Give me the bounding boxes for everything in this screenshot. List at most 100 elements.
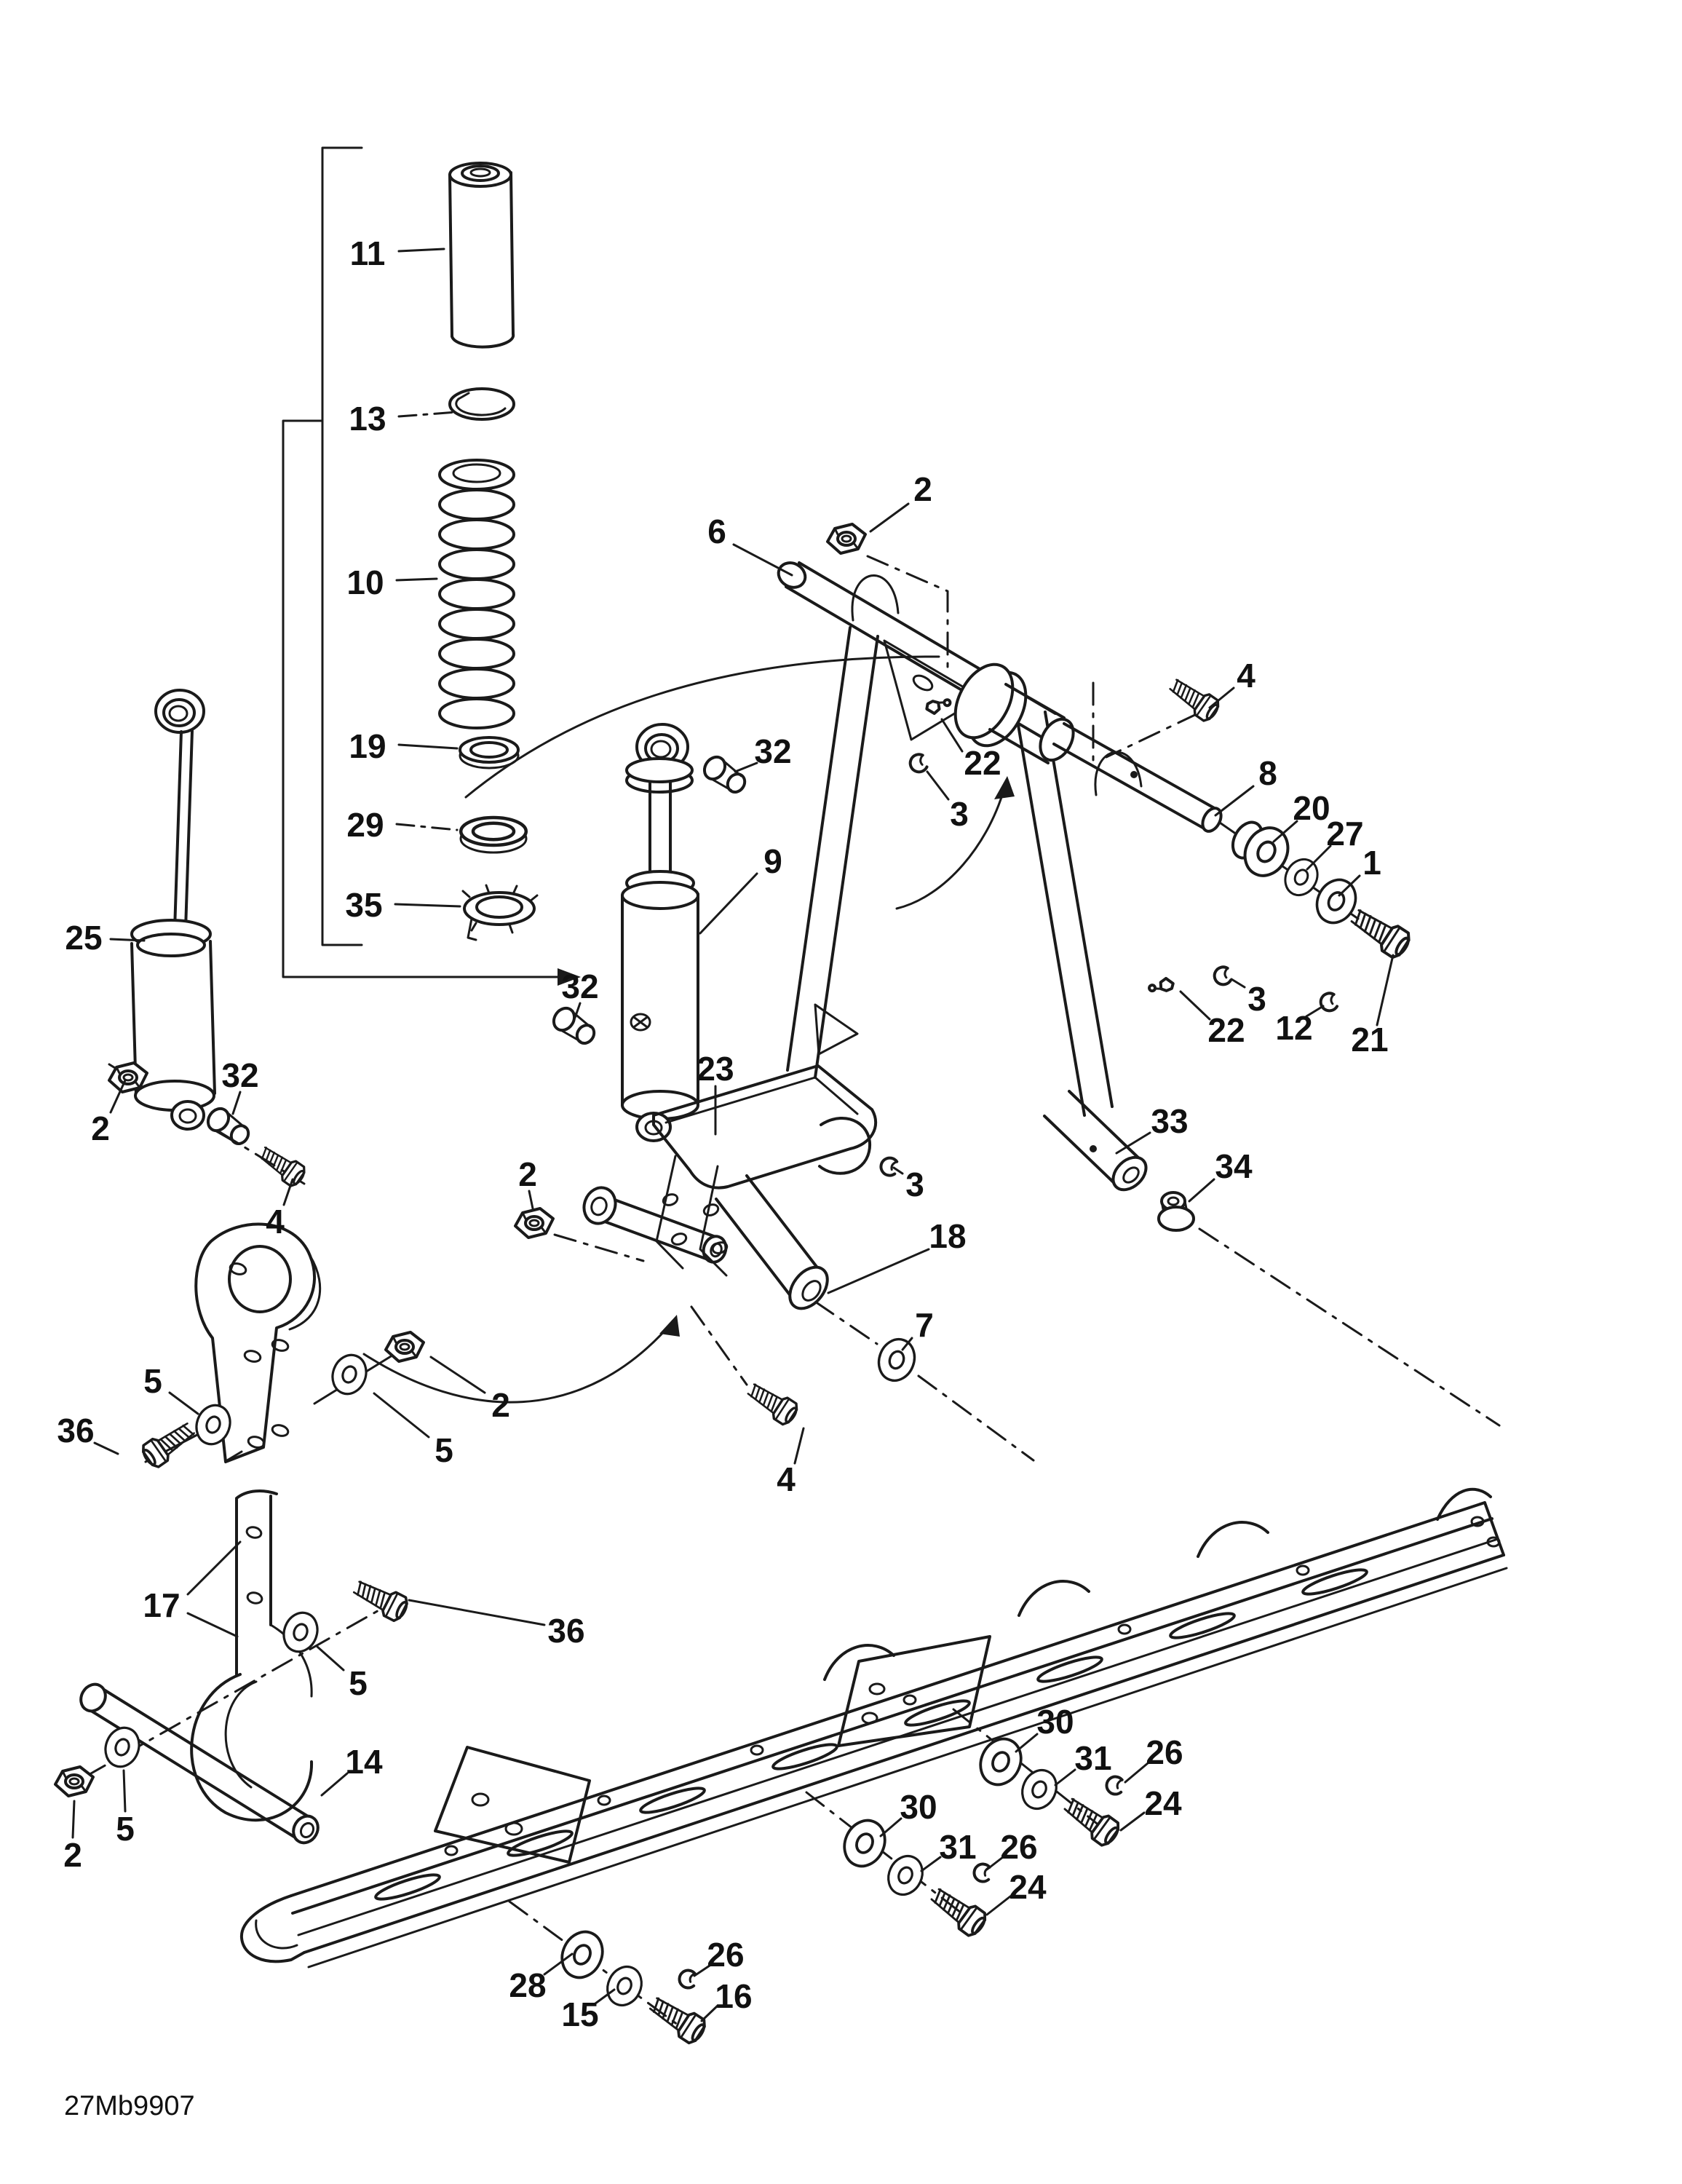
callout-36: 36	[57, 1412, 119, 1455]
callout-leader	[594, 1988, 616, 2005]
part-6-upper-arm	[777, 561, 1143, 1117]
callout-leader	[879, 1817, 903, 1837]
callout-number: 12	[1275, 1009, 1312, 1047]
part-19-washer	[459, 736, 520, 769]
part-3-clip	[878, 1155, 899, 1178]
callout-leader	[408, 1599, 546, 1626]
part-22-grease-fitting	[1146, 973, 1177, 1000]
callout-number: 27	[1326, 815, 1363, 852]
callout-6: 6	[707, 513, 793, 577]
part-32-bushing	[699, 751, 751, 799]
callout-number: 26	[1146, 1733, 1183, 1771]
callout-30: 30	[879, 1788, 937, 1837]
callout-number: 15	[561, 1995, 598, 2033]
callout-number: 2	[913, 470, 932, 508]
part-11-bumper-cylinder	[448, 162, 515, 349]
part-15-washer	[600, 1960, 649, 2012]
callout-26: 26	[1124, 1733, 1183, 1784]
callout-number: 5	[349, 1664, 368, 1702]
part-4-bolt	[254, 1141, 309, 1190]
callout-number: 19	[349, 727, 386, 765]
callout-34: 34	[1188, 1147, 1253, 1203]
callout-leader	[109, 938, 146, 942]
part-2-nut	[826, 523, 867, 555]
callout-leader	[316, 1645, 345, 1671]
callout-3: 3	[1230, 978, 1266, 1018]
callout-number: 30	[900, 1788, 937, 1826]
callout-24: 24	[985, 1868, 1047, 1916]
callout-2: 2	[869, 470, 932, 533]
callout-leader	[892, 1166, 904, 1175]
part-28-washer	[553, 1923, 611, 1986]
callout-leader	[1230, 978, 1246, 989]
callout-27: 27	[1306, 815, 1364, 871]
part-17-bracket-upper	[194, 1222, 322, 1463]
callout-leader	[793, 1427, 805, 1465]
callout-5: 5	[143, 1362, 199, 1415]
callout-number: 4	[266, 1203, 285, 1241]
callout-25: 25	[65, 919, 146, 957]
callout-bracket-lines	[282, 146, 581, 986]
callout-number: 5	[143, 1362, 162, 1400]
callout-leader	[1115, 1131, 1151, 1155]
callout-leader	[734, 761, 758, 773]
callout-2: 2	[518, 1155, 537, 1210]
callout-leader	[940, 718, 964, 753]
callout-number: 4	[777, 1460, 796, 1498]
callout-number: 23	[697, 1050, 734, 1088]
callout-21: 21	[1351, 954, 1395, 1059]
callout-leader	[920, 1856, 942, 1872]
part-31-washer	[1015, 1763, 1064, 1816]
callout-leader	[122, 1769, 127, 1813]
callout-number: 30	[1036, 1703, 1074, 1741]
callout-leader	[1188, 1178, 1215, 1203]
callout-number: 17	[143, 1586, 180, 1624]
callout-19: 19	[349, 727, 459, 765]
callout-leader	[394, 903, 461, 908]
callout-12: 12	[1275, 1005, 1325, 1047]
callout-26: 26	[693, 1936, 745, 1977]
callout-leader	[1272, 820, 1298, 843]
callout-leader	[732, 543, 793, 577]
callout-leader	[1214, 785, 1255, 817]
drawing-code: 27Mb9907	[64, 2091, 195, 2121]
callout-2: 2	[429, 1356, 510, 1424]
part-16-bolt	[644, 1990, 710, 2048]
callout-leader	[985, 1856, 1004, 1871]
callout-29: 29	[346, 806, 459, 844]
callout-number: 8	[1258, 754, 1277, 792]
part-5-washer	[277, 1607, 324, 1658]
callout-11: 11	[350, 234, 445, 272]
callout-4: 4	[1208, 657, 1255, 709]
callout-14: 14	[320, 1743, 383, 1797]
callout-leader	[693, 1964, 711, 1977]
callout-number: 31	[939, 1828, 976, 1866]
callout-leader	[93, 1441, 119, 1455]
callout-number: 34	[1215, 1147, 1253, 1185]
callout-number: 32	[221, 1056, 258, 1094]
callout-number: 31	[1074, 1739, 1111, 1777]
part-12-clip	[1317, 990, 1339, 1015]
part-34-spacer	[1157, 1191, 1195, 1232]
diagram-artwork	[54, 146, 1508, 2048]
part-25-shock-absorber	[130, 689, 216, 1131]
part-3-clip	[906, 751, 929, 776]
callout-leader	[397, 743, 459, 750]
part-2-nut	[514, 1207, 555, 1239]
part-18-axle-tube	[715, 1174, 829, 1310]
callout-leader	[282, 1178, 294, 1206]
callout-number: 24	[1009, 1868, 1047, 1906]
callout-leader	[397, 248, 445, 253]
part-23-rear-arm	[582, 1064, 877, 1277]
part-13-spring-seat	[448, 387, 515, 421]
callout-leader	[827, 1248, 930, 1294]
callout-8: 8	[1214, 754, 1277, 817]
callout-number: 10	[346, 563, 384, 601]
callout-number: 3	[1247, 980, 1266, 1018]
part-5-washer	[99, 1722, 146, 1773]
callout-number: 28	[509, 1966, 546, 2004]
callout-leader	[901, 1337, 913, 1351]
part-3-clip	[1210, 964, 1233, 989]
